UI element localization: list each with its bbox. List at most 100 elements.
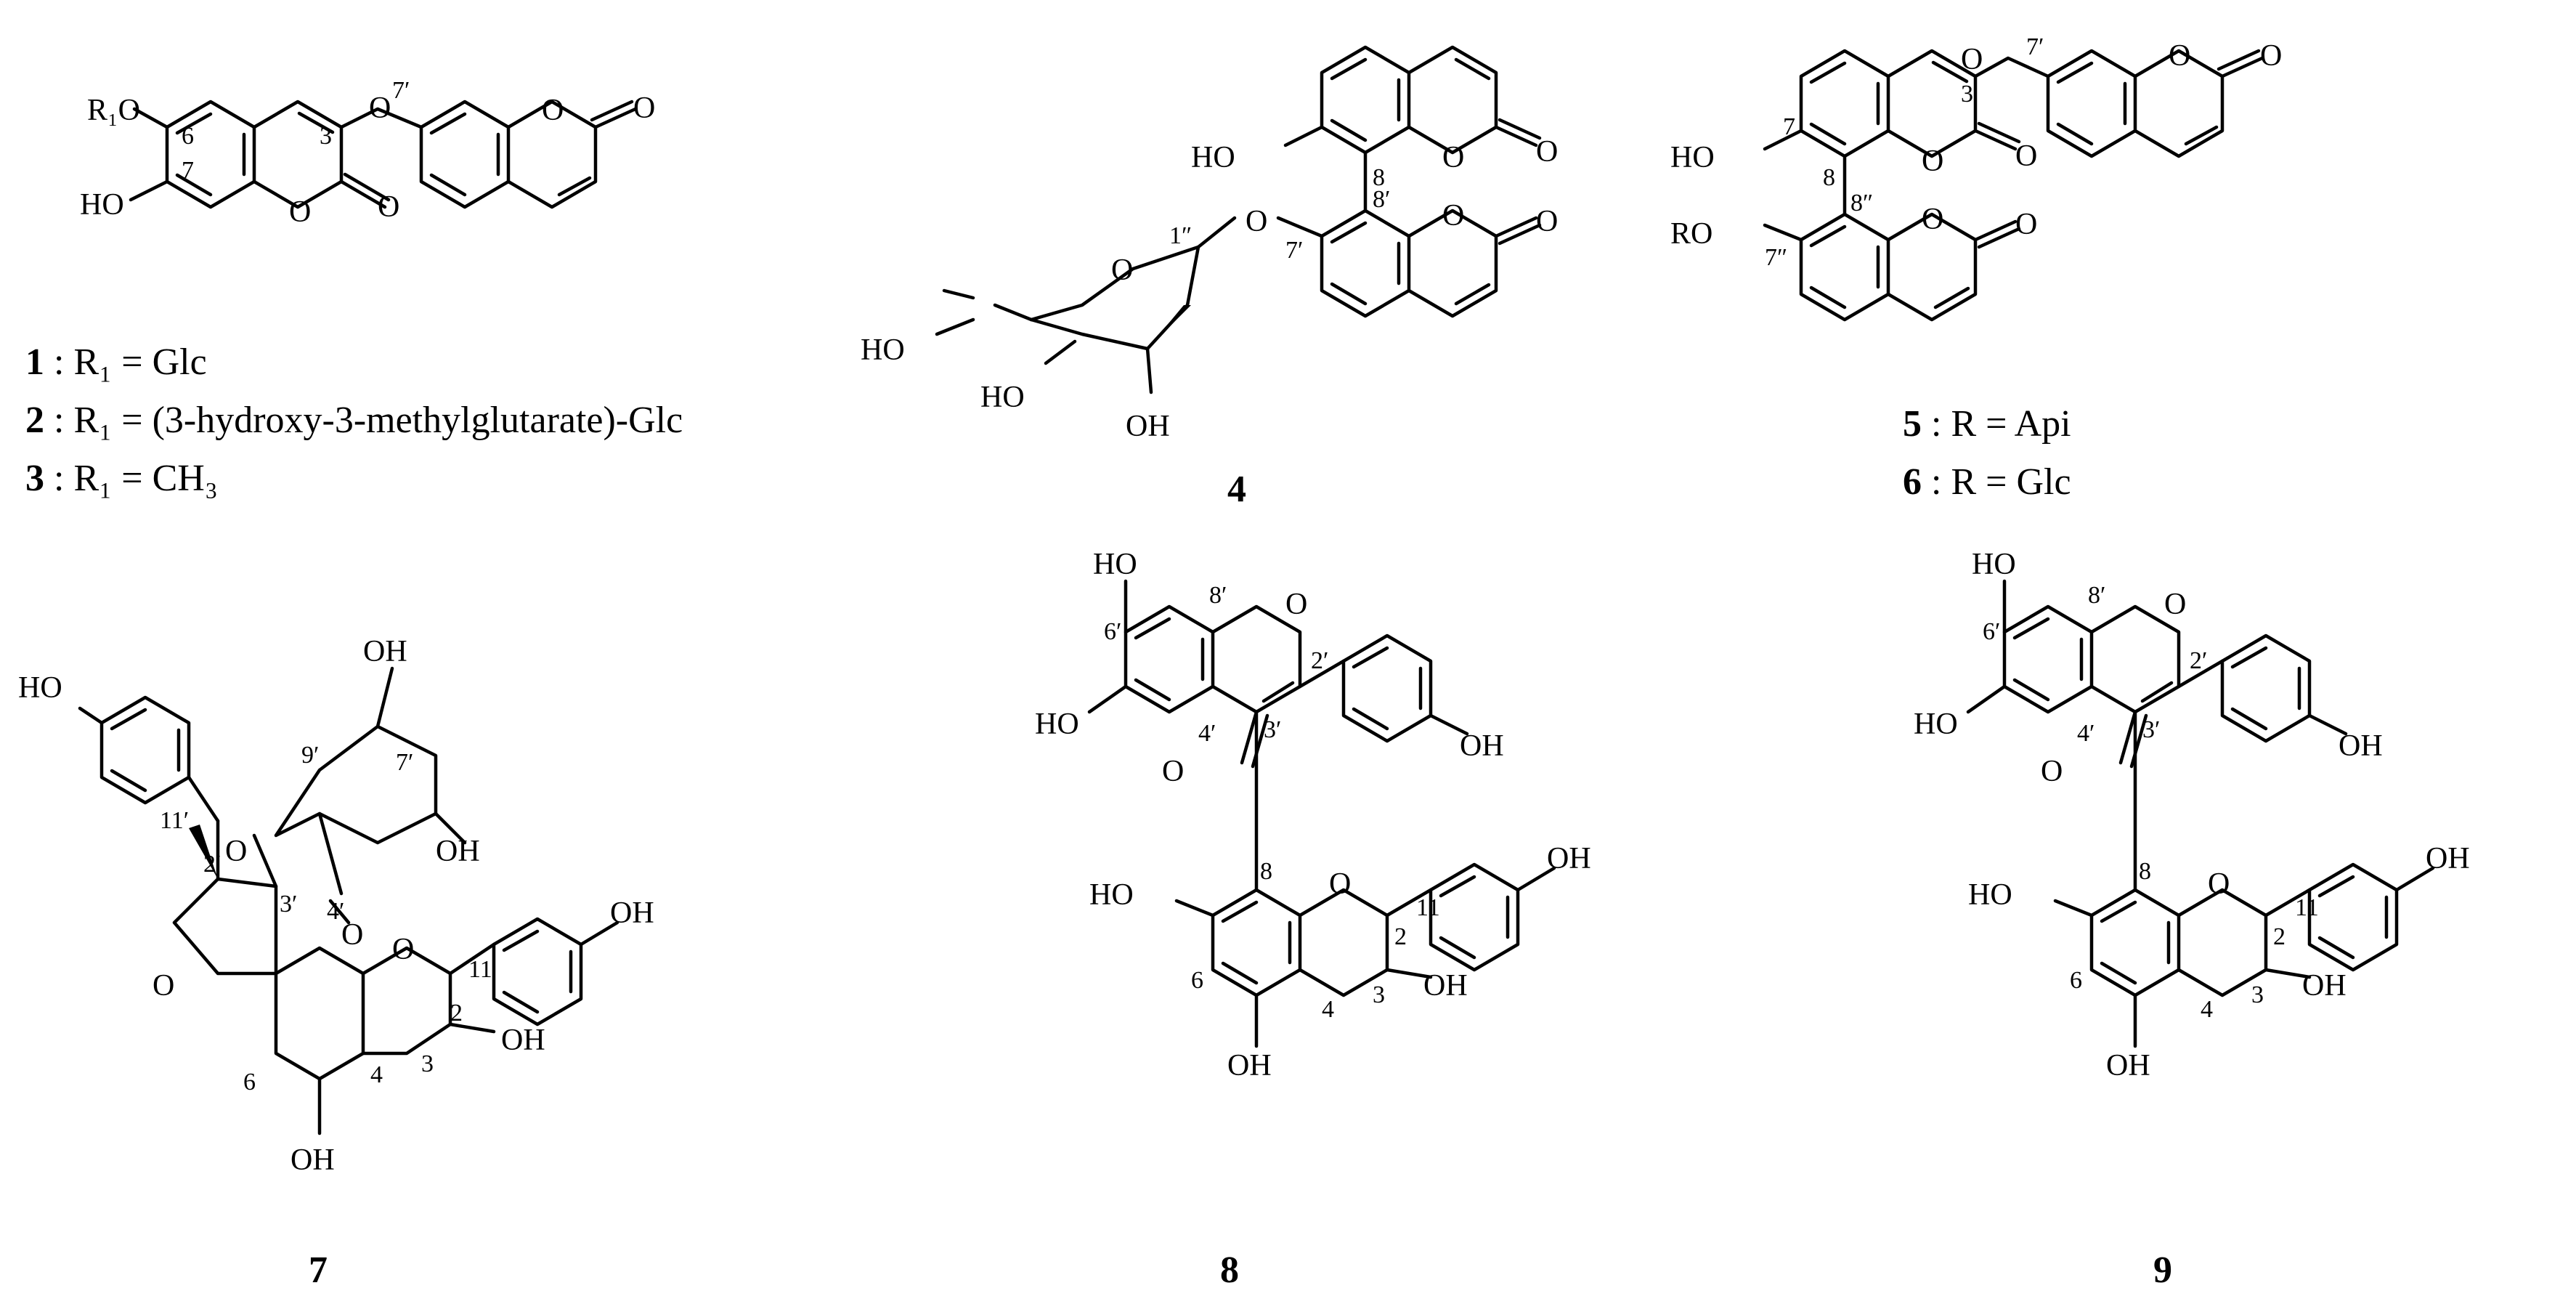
structure-compound-7: HO OH OH O O O O OH OH OH 11′ 2′ 3′ 4′ 9… xyxy=(18,635,654,1291)
ring-oxygen: O xyxy=(1922,145,1943,178)
carbonyl-oxygen: O xyxy=(2041,755,2063,788)
compound-1-caption: 1 : R₁ = Glc xyxy=(25,341,207,383)
oh-label: OH xyxy=(501,1024,545,1057)
compound-4-caption: 4 xyxy=(1227,469,1246,510)
locant: 2′ xyxy=(203,851,221,878)
structure-compound-1-3: R₁O HO O O O O O 6 7 3 7′ 1 : R₁ = Glc 2… xyxy=(25,77,683,499)
ho-label: HO xyxy=(861,333,905,367)
structure-compound-9: HO HO O O OH HO O OH OH OH 8′ 6′ 2′ 3′ 4… xyxy=(1914,548,2470,1291)
locant: 6 xyxy=(1191,967,1203,994)
compound-2-caption: 2 : R₁ = (3-hydroxy-3-methylglutarate)-G… xyxy=(25,400,683,441)
carbonyl-oxygen: O xyxy=(2015,208,2037,241)
locant: 8 xyxy=(1823,164,1835,191)
locant: 8′ xyxy=(2088,582,2105,609)
ho-label: HO xyxy=(1968,878,2012,912)
oh-label: OH xyxy=(610,896,654,930)
locant: 4 xyxy=(2201,996,2213,1023)
ring-oxygen: O xyxy=(2169,39,2190,73)
locant: 8 xyxy=(1373,164,1385,191)
structure-compound-4: HO O O O O O O HO HO OH 8 8′ 7′ 1″ 4 xyxy=(861,45,1558,510)
ring-oxygen: O xyxy=(1442,199,1464,232)
ring-oxygen: O xyxy=(1285,588,1307,621)
chroman-oxygen: O xyxy=(392,933,414,966)
locant: 4 xyxy=(1322,996,1334,1023)
ring-oxygen: O xyxy=(1442,141,1464,174)
locant: 7′ xyxy=(392,77,410,104)
r1o-label: R₁O xyxy=(87,94,140,127)
locant: 3′ xyxy=(280,891,297,918)
ho-label: HO xyxy=(1093,548,1137,581)
oh-label: OH xyxy=(1460,729,1504,763)
locant: 8 xyxy=(1260,858,1272,885)
structure-compound-5-6: O HO O O O O RO O O 7 8 3 7′ 7″ 8″ 5 : R… xyxy=(1670,33,2282,503)
ring-oxygen: O xyxy=(1922,203,1943,236)
ether-oxygen: O xyxy=(369,92,391,125)
glycosidic-oxygen: O xyxy=(1246,205,1267,238)
locant: 2 xyxy=(450,1000,463,1026)
carbonyl-oxygen: O xyxy=(1536,205,1558,238)
locant: 6′ xyxy=(1104,618,1121,645)
locant: 11 xyxy=(1416,894,1440,921)
ho-label: HO xyxy=(18,671,62,705)
locant: 3 xyxy=(1373,981,1385,1008)
furan-oxygen: O xyxy=(153,969,174,1003)
locant: 4′ xyxy=(2077,720,2094,747)
locant: 11′ xyxy=(160,807,189,834)
locant: 6 xyxy=(182,123,194,150)
chroman-oxygen: O xyxy=(1329,867,1351,901)
locant: 9′ xyxy=(301,742,319,769)
locant: 8 xyxy=(2139,858,2151,885)
oh-label: OH xyxy=(436,835,480,868)
locant: 11 xyxy=(468,956,492,983)
oh-label: OH xyxy=(2302,969,2347,1003)
locant: 2 xyxy=(2273,923,2286,950)
oh-label: OH xyxy=(363,635,407,668)
locant: 7″ xyxy=(1765,244,1787,271)
locant: 2′ xyxy=(2190,647,2207,674)
compound-3-caption: 3 : R₁ = CH₃ xyxy=(25,458,218,499)
ring-oxygen: O xyxy=(2164,588,2186,621)
locant: 8′ xyxy=(1373,186,1390,213)
compound-8-caption: 8 xyxy=(1220,1250,1239,1291)
compound-5-caption: 5 : R = Api xyxy=(1903,403,2071,445)
locant: 3 xyxy=(2251,981,2264,1008)
locant: 1″ xyxy=(1169,222,1192,249)
oh-label: OH xyxy=(1423,969,1468,1003)
locant: 3′ xyxy=(2142,716,2160,743)
oh-label: OH xyxy=(2106,1049,2150,1082)
oh-label: OH xyxy=(2339,729,2383,763)
locant: 3 xyxy=(1961,81,1973,108)
ho-label: HO xyxy=(1089,878,1134,912)
oh-label: OH xyxy=(1126,410,1170,443)
compound-9-caption: 9 xyxy=(2153,1250,2172,1291)
ho-label: HO xyxy=(980,381,1025,414)
locant: 8″ xyxy=(1850,190,1873,216)
carbonyl-oxygen: O xyxy=(378,190,399,224)
compound-6-caption: 6 : R = Glc xyxy=(1903,461,2071,503)
locant: 6′ xyxy=(1983,618,2000,645)
ho-label: HO xyxy=(1035,708,1079,741)
locant: 7′ xyxy=(396,749,413,776)
locant: 7′ xyxy=(1285,237,1303,264)
oh-label: OH xyxy=(2426,842,2470,875)
oh-label: OH xyxy=(1547,842,1591,875)
ho-label: HO xyxy=(1670,141,1715,174)
ring-oxygen: O xyxy=(289,195,311,229)
ho-label: HO xyxy=(1914,708,1958,741)
locant: 3 xyxy=(421,1050,434,1077)
carbonyl-oxygen: O xyxy=(633,92,655,125)
oh-label: OH xyxy=(1227,1049,1272,1082)
locant: 11 xyxy=(2295,894,2319,921)
furan-oxygen: O xyxy=(225,835,247,868)
locant: 4′ xyxy=(327,898,344,925)
locant: 3 xyxy=(320,123,332,150)
sugar-ring-oxygen: O xyxy=(1111,254,1133,287)
locant: 7 xyxy=(182,157,194,184)
carbonyl-oxygen: O xyxy=(2260,39,2282,73)
locant: 7 xyxy=(1783,113,1795,140)
locant: 7′ xyxy=(2026,33,2044,60)
structure-compound-8: HO HO O O OH HO O OH OH OH 8′ 6′ 2′ 3′ 4… xyxy=(1035,548,1591,1291)
locant: 3′ xyxy=(1264,716,1281,743)
ho-label: HO xyxy=(80,188,124,222)
